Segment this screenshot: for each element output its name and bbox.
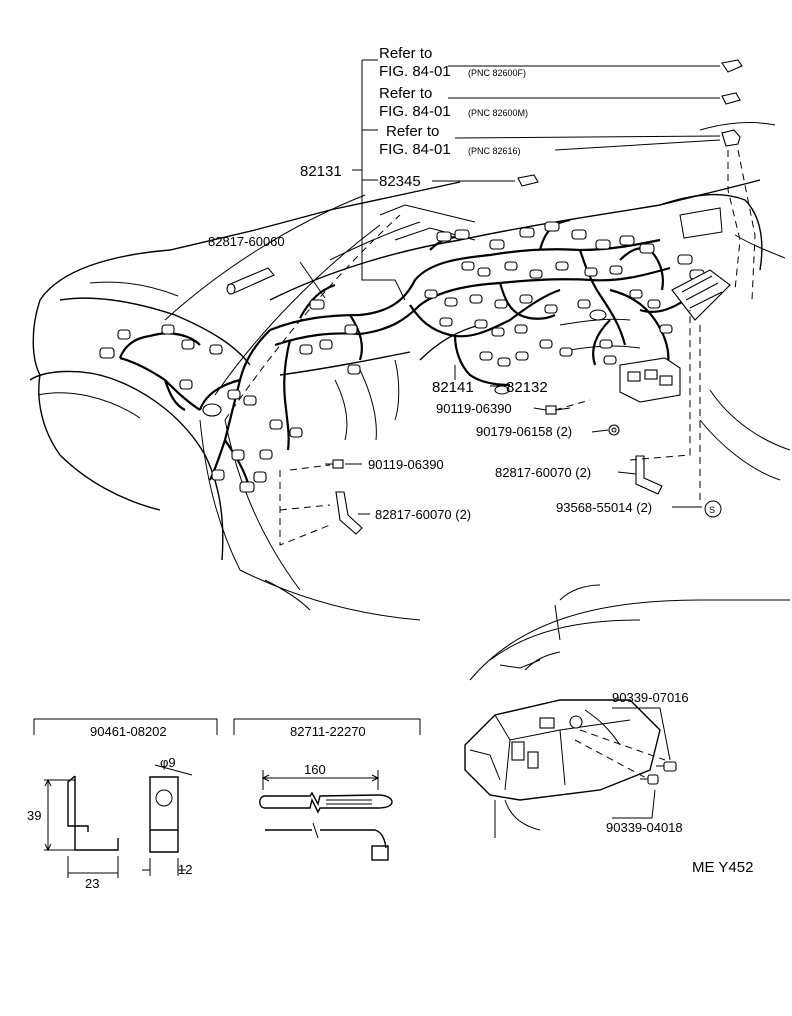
part-labels: 82131 82345 82817-60060 82141 82132 9011…	[208, 163, 652, 522]
protector-tube-left-icon	[335, 491, 363, 535]
figure-code: ME Y452	[692, 859, 753, 876]
reference-labels: Refer to FIG. 84-01 (PNC 82600F) Refer t…	[379, 45, 528, 158]
label-93568-55014: 93568-55014 (2)	[556, 500, 652, 515]
label-82132: 82132	[506, 379, 548, 396]
ref-3-pnc: (PNC 82616)	[468, 146, 521, 156]
connector-82616-icon	[721, 129, 741, 147]
ref-3-line2: FIG. 84-01	[379, 141, 451, 158]
label-90339-04018: 90339-04018	[606, 820, 683, 835]
ref-1-pnc: (PNC 82600F)	[468, 68, 526, 78]
label-82345: 82345	[379, 173, 421, 190]
clip-height-dim: 39	[27, 808, 41, 823]
label-90179-06158: 90179-06158 (2)	[476, 424, 572, 439]
clip-width-dim: 23	[85, 876, 99, 891]
ref-2-pnc: (PNC 82600M)	[468, 108, 528, 118]
screw-90339-04018-icon	[640, 774, 659, 785]
label-90339-07016: 90339-07016	[612, 690, 689, 705]
detail-band-82711-22270: 82711-22270 160	[233, 718, 421, 861]
clip-82132-icon	[494, 385, 510, 395]
harness-connectors	[99, 221, 731, 493]
label-82131: 82131	[300, 163, 342, 180]
ref-1-line2: FIG. 84-01	[379, 63, 451, 80]
s-symbol-text: S	[709, 505, 715, 515]
vehicle-body-outline	[29, 122, 791, 621]
bolt-icon	[545, 405, 571, 415]
label-82817-60070-b: 82817-60070 (2)	[375, 507, 471, 522]
band-title: 82711-22270	[290, 724, 366, 739]
ref-1-line1: Refer to	[379, 45, 432, 62]
wire-harness-82131	[118, 218, 686, 491]
clip-hole-dim: φ9	[160, 755, 176, 770]
s-symbol: S	[704, 500, 722, 518]
connector-82600f-icon	[721, 59, 743, 73]
connector-82345-icon	[517, 174, 539, 187]
bolt-icon-left	[325, 459, 344, 469]
label-82817-60060: 82817-60060	[208, 234, 285, 249]
label-82141: 82141	[432, 379, 474, 396]
label-90119-06390-a: 90119-06390	[436, 401, 512, 416]
nut-icon	[608, 424, 620, 436]
detail-clip-90461-08202: 90461-08202 39 23 φ9 12	[27, 718, 218, 891]
screw-90339-07016-icon	[656, 761, 677, 772]
band-length-dim: 160	[304, 762, 326, 777]
label-90119-06390-b: 90119-06390	[368, 457, 444, 472]
label-82817-60070-a: 82817-60070 (2)	[495, 465, 591, 480]
reference-parts	[517, 59, 756, 301]
clip-thickness-dim: 12	[178, 862, 192, 877]
ref-2-line1: Refer to	[379, 85, 432, 102]
protector-tube-right-icon	[635, 455, 663, 495]
console-detail	[464, 584, 790, 838]
leader-lines	[299, 59, 721, 819]
ref-2-line2: FIG. 84-01	[379, 103, 451, 120]
connector-82600m-icon	[721, 92, 741, 105]
ref-3-line1: Refer to	[386, 123, 439, 140]
clip-title: 90461-08202	[90, 724, 167, 739]
